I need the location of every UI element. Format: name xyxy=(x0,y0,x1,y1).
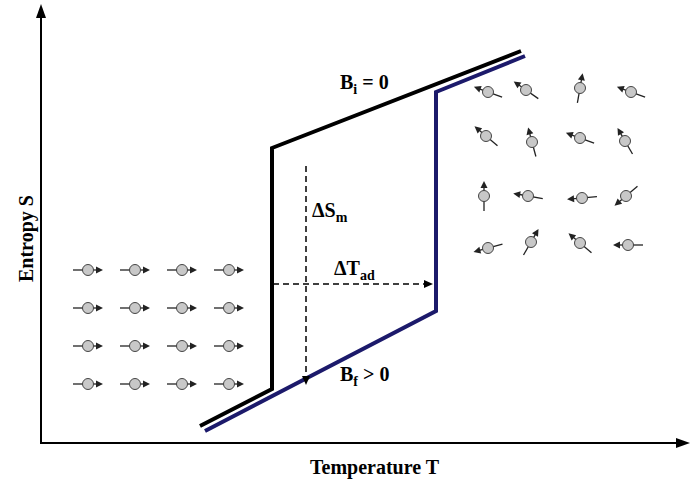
text-group: Bf > 0 xyxy=(340,364,389,389)
spin-head xyxy=(96,305,103,312)
spin-head xyxy=(96,267,103,274)
spin-ball xyxy=(177,341,188,352)
spin-ball xyxy=(621,191,632,202)
spin-head xyxy=(618,128,625,136)
spin-ball xyxy=(130,341,141,352)
spin-arrows xyxy=(73,73,645,389)
spin-ball xyxy=(527,137,538,148)
spin-head xyxy=(617,86,625,93)
text-group: ΔSm xyxy=(312,200,347,225)
spin-line xyxy=(620,132,633,154)
spin-head xyxy=(143,305,150,312)
spin-ball xyxy=(177,303,188,314)
spin-head xyxy=(475,126,483,133)
spin-ball xyxy=(83,341,94,352)
spin-line xyxy=(478,130,497,146)
spin-ball xyxy=(575,83,586,94)
spin-head xyxy=(190,381,197,388)
curve-label: > 0 xyxy=(363,363,389,385)
text-group: Temperature T xyxy=(310,457,439,477)
spin-ball xyxy=(83,379,94,390)
spin-head xyxy=(569,233,577,240)
spin-ball xyxy=(483,243,494,254)
spin-ball xyxy=(177,379,188,390)
spin-line xyxy=(618,186,637,202)
spin-head xyxy=(513,191,521,198)
spin-head xyxy=(237,381,244,388)
spin-ball xyxy=(130,265,141,276)
spin-head xyxy=(96,343,103,350)
spin-head xyxy=(143,343,150,350)
spin-ball xyxy=(623,240,634,251)
curve-label: B xyxy=(340,71,353,93)
spin-ball xyxy=(521,85,532,96)
spin-head xyxy=(567,195,574,202)
spin-head xyxy=(481,181,488,188)
spin-head xyxy=(615,198,623,205)
spin-ball xyxy=(575,133,586,144)
axes xyxy=(36,4,690,448)
curve-label: B xyxy=(340,363,353,385)
spin-ball xyxy=(83,265,94,276)
axis-label: Temperature T xyxy=(310,456,439,478)
spin-ball xyxy=(130,303,141,314)
spin-line xyxy=(518,84,538,98)
spin-ball xyxy=(481,131,492,142)
quantity-label: ΔT xyxy=(334,257,360,279)
spin-ball xyxy=(177,265,188,276)
spin-head xyxy=(566,132,574,139)
spin-head xyxy=(613,242,620,249)
spin-ball xyxy=(577,193,588,204)
curve-label: = 0 xyxy=(362,71,388,93)
spin-head xyxy=(532,229,539,237)
quantity-label: ΔS xyxy=(312,199,336,221)
spin-ball xyxy=(130,379,141,390)
spin-line xyxy=(524,233,537,255)
zero-field-curve xyxy=(200,51,521,426)
subscript: f xyxy=(353,374,358,389)
spin-head xyxy=(237,305,244,312)
spin-head xyxy=(190,343,197,350)
spin-head xyxy=(237,343,244,350)
spin-head xyxy=(143,381,150,388)
spin-head xyxy=(474,247,482,254)
spin-ball xyxy=(224,303,235,314)
subscript: m xyxy=(336,210,348,225)
spin-ball xyxy=(483,87,494,98)
spin-ball xyxy=(224,265,235,276)
spin-head xyxy=(190,305,197,312)
spin-head xyxy=(190,267,197,274)
spin-ball xyxy=(620,136,631,147)
spin-head xyxy=(578,73,585,81)
subscript: ad xyxy=(360,268,375,283)
spin-ball xyxy=(523,191,534,202)
text-group: ΔTad xyxy=(334,258,375,283)
spin-head xyxy=(474,86,482,93)
spin-head xyxy=(237,267,244,274)
spin-head xyxy=(527,128,534,136)
text-group: Bi = 0 xyxy=(340,72,389,97)
spin-ball xyxy=(224,341,235,352)
spin-ball xyxy=(575,238,586,249)
axis-label: Entropy S xyxy=(15,195,37,282)
text-group: Entropy S xyxy=(16,195,36,282)
spin-ball xyxy=(224,379,235,390)
spin-ball xyxy=(626,87,637,98)
spin-head xyxy=(96,381,103,388)
dashed-arrows xyxy=(273,166,432,384)
spin-ball xyxy=(526,237,537,248)
spin-line xyxy=(572,237,591,253)
spin-ball xyxy=(479,191,490,202)
subscript: i xyxy=(353,82,357,97)
spin-head xyxy=(514,81,522,88)
spin-head xyxy=(143,267,150,274)
spin-ball xyxy=(83,303,94,314)
